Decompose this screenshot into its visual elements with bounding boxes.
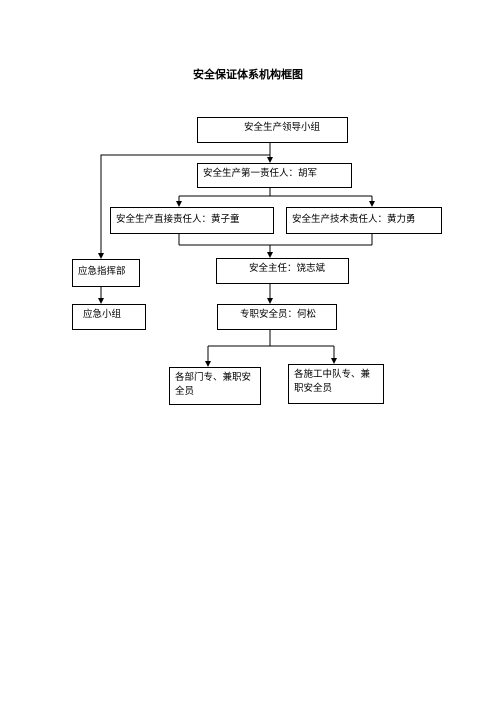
node-safety-officer: 专职安全员：何松 xyxy=(217,304,337,330)
page-title: 安全保证体系机构框图 xyxy=(193,68,303,81)
node-leadership: 安全生产领导小组 xyxy=(197,117,348,143)
node-safety-director: 安全主任：饶志斌 xyxy=(216,258,349,284)
node-tech-responsible: 安全生产技术责任人：黄力勇 xyxy=(286,207,442,234)
node-dept-officers: 各部门专、兼职安全员 xyxy=(169,367,261,405)
node-direct-responsible: 安全生产直接责任人：黄子童 xyxy=(110,207,274,234)
node-emergency-group: 应急小组 xyxy=(72,304,146,330)
node-emergency-command: 应急指挥部 xyxy=(72,259,140,287)
node-first-responsible: 安全生产第一责任人：胡军 xyxy=(197,163,352,188)
node-team-officers: 各施工中队专、兼职安全员 xyxy=(288,364,384,404)
